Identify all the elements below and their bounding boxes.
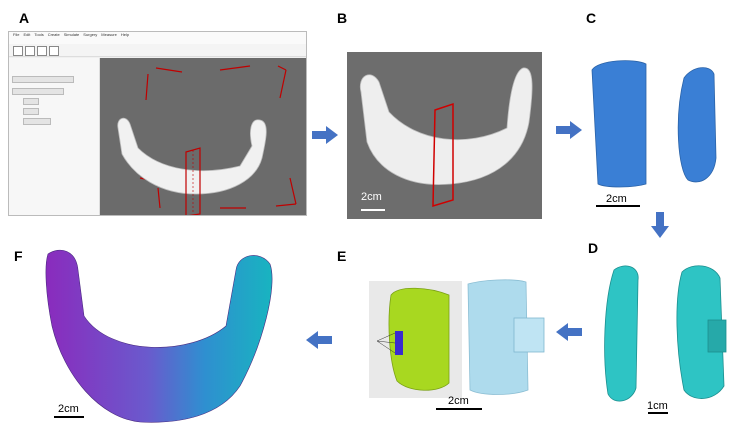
panel-label-c: C	[586, 10, 596, 26]
arrow-left-icon	[306, 331, 332, 349]
arrow-down-icon	[651, 212, 669, 238]
toolbar-button[interactable]	[49, 46, 59, 56]
toolbar-button[interactable]	[13, 46, 23, 56]
side-panel-item[interactable]	[23, 118, 51, 125]
surgical-guide-model	[369, 281, 462, 398]
side-panel-tabs[interactable]	[12, 76, 74, 83]
scale-bar	[361, 209, 385, 211]
scale-bar	[436, 408, 482, 410]
scale-label: 2cm	[361, 191, 382, 203]
3d-viewport[interactable]	[100, 58, 306, 215]
toolbar-button[interactable]	[25, 46, 35, 56]
toolbar-button[interactable]	[37, 46, 47, 56]
panel-label-d: D	[588, 240, 598, 256]
scale-label: 2cm	[58, 403, 79, 415]
arrow-right-icon	[312, 126, 338, 144]
panel-b-image: 2cm	[347, 52, 542, 219]
side-panel	[9, 58, 100, 215]
guide-models	[596, 260, 731, 410]
scale-label: 1cm	[647, 400, 668, 412]
viewport-scene	[100, 58, 306, 215]
side-panel-item[interactable]	[12, 88, 64, 95]
panel-label-b: B	[337, 10, 347, 26]
panel-label-e: E	[337, 248, 346, 264]
segment-models	[584, 58, 724, 198]
toolbar	[9, 44, 306, 57]
scale-bar	[596, 205, 640, 207]
side-panel-item[interactable]	[23, 98, 39, 105]
scale-label: 2cm	[448, 395, 469, 407]
scale-bar	[54, 416, 84, 418]
panel-label-a: A	[19, 10, 29, 26]
scale-label: 2cm	[606, 193, 627, 205]
panel-e-image	[369, 281, 462, 398]
arrow-left-icon	[556, 323, 582, 341]
implant-model	[462, 278, 552, 398]
panel-label-f: F	[14, 248, 23, 264]
scale-bar	[648, 412, 668, 414]
side-panel-item[interactable]	[23, 108, 39, 115]
arrow-right-icon	[556, 121, 582, 139]
reconstructed-mandible	[40, 246, 280, 426]
